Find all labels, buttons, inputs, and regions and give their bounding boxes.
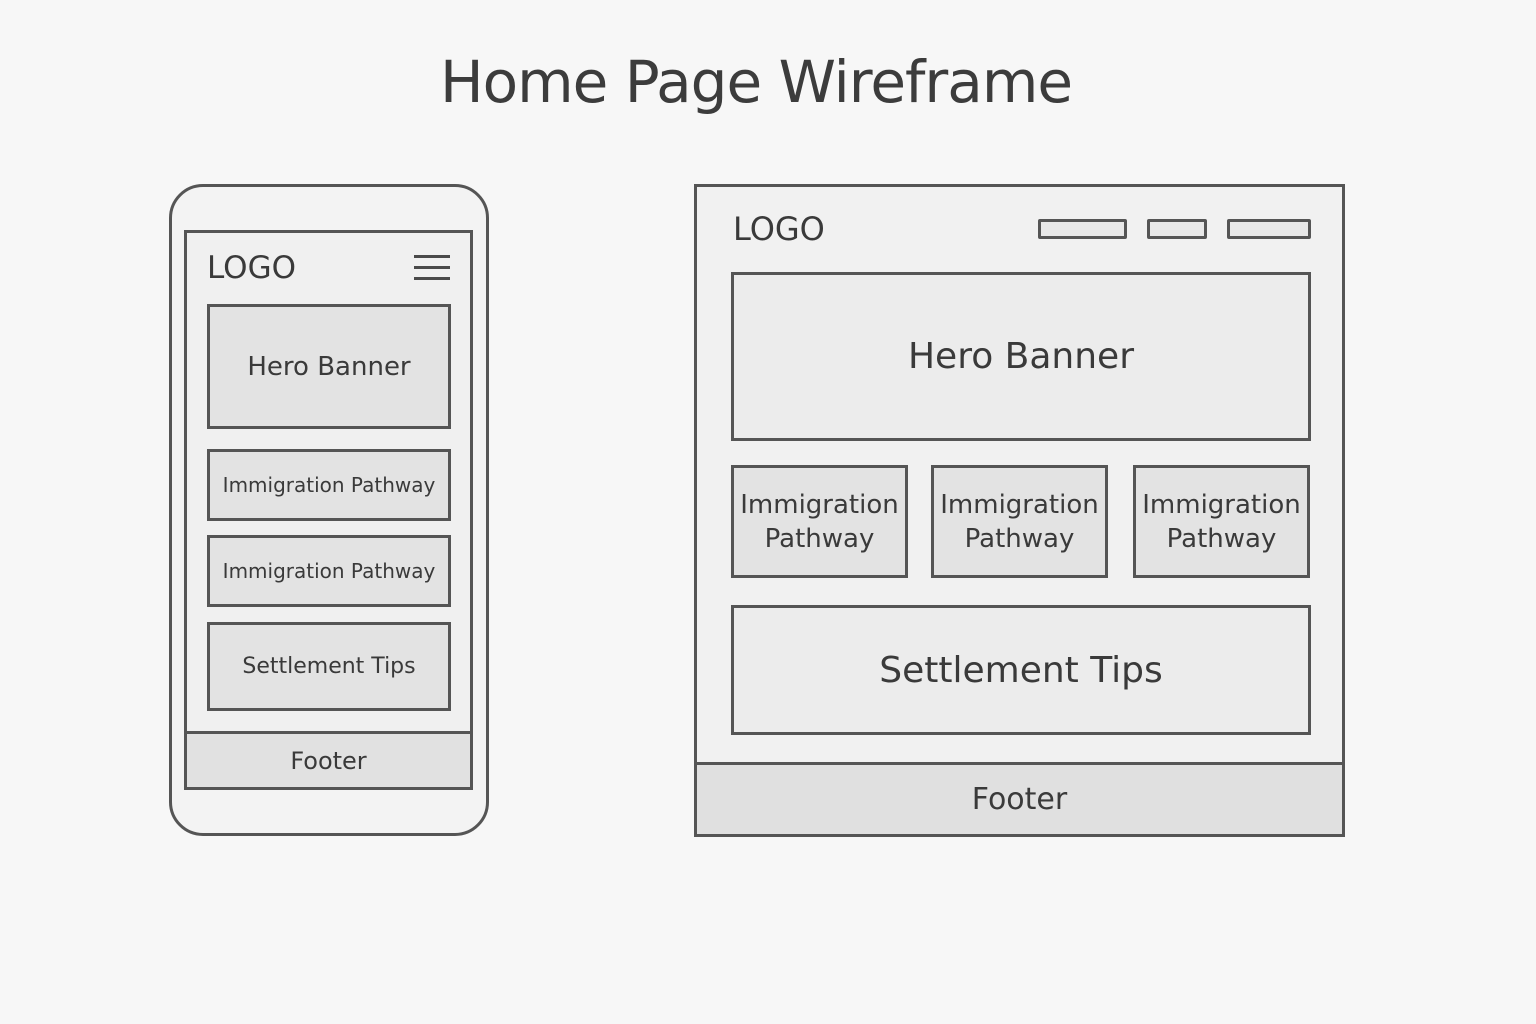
desktop-pathway-label: Immigration Pathway bbox=[940, 488, 1098, 556]
desktop-pathway-card[interactable]: Immigration Pathway bbox=[1133, 465, 1310, 578]
hamburger-line bbox=[414, 277, 450, 280]
desktop-tips-label: Settlement Tips bbox=[879, 649, 1163, 691]
desktop-pathway-line2: Pathway bbox=[1166, 523, 1277, 554]
mobile-tips-label: Settlement Tips bbox=[242, 654, 416, 679]
desktop-nav-item[interactable] bbox=[1227, 219, 1311, 239]
mobile-pathway-card[interactable]: Immigration Pathway bbox=[207, 449, 451, 521]
desktop-hero-banner: Hero Banner bbox=[731, 272, 1311, 441]
desktop-pathway-line1: Immigration bbox=[1142, 489, 1301, 520]
mobile-pathway-card[interactable]: Immigration Pathway bbox=[207, 535, 451, 607]
desktop-footer: Footer bbox=[694, 762, 1345, 837]
page-title: Home Page Wireframe bbox=[440, 48, 1073, 116]
mobile-footer: Footer bbox=[184, 731, 473, 790]
hamburger-line bbox=[414, 255, 450, 258]
desktop-hero-label: Hero Banner bbox=[907, 336, 1135, 377]
desktop-footer-label: Footer bbox=[971, 782, 1068, 817]
desktop-pathway-line2: Pathway bbox=[764, 523, 875, 554]
desktop-pathway-line1: Immigration bbox=[740, 489, 899, 520]
desktop-pathway-line2: Pathway bbox=[964, 523, 1075, 554]
desktop-pathway-card[interactable]: Immigration Pathway bbox=[731, 465, 908, 578]
hamburger-line bbox=[414, 266, 450, 269]
mobile-logo: LOGO bbox=[207, 250, 296, 286]
mobile-pathway-label: Immigration Pathway bbox=[222, 559, 436, 583]
mobile-hero-banner: Hero Banner bbox=[207, 304, 451, 429]
mobile-settlement-tips[interactable]: Settlement Tips bbox=[207, 622, 451, 711]
mobile-pathway-label: Immigration Pathway bbox=[222, 473, 436, 497]
desktop-logo: LOGO bbox=[733, 210, 825, 248]
mobile-footer-label: Footer bbox=[290, 746, 367, 775]
desktop-nav-item[interactable] bbox=[1147, 219, 1207, 239]
desktop-nav-item[interactable] bbox=[1038, 219, 1127, 239]
desktop-pathway-label: Immigration Pathway bbox=[1142, 488, 1300, 556]
desktop-pathway-card[interactable]: Immigration Pathway bbox=[931, 465, 1108, 578]
desktop-pathway-line1: Immigration bbox=[940, 489, 1099, 520]
desktop-pathway-label: Immigration Pathway bbox=[740, 488, 898, 556]
mobile-hero-label: Hero Banner bbox=[247, 351, 411, 382]
desktop-settlement-tips[interactable]: Settlement Tips bbox=[731, 605, 1311, 735]
hamburger-menu-icon[interactable] bbox=[414, 255, 450, 281]
